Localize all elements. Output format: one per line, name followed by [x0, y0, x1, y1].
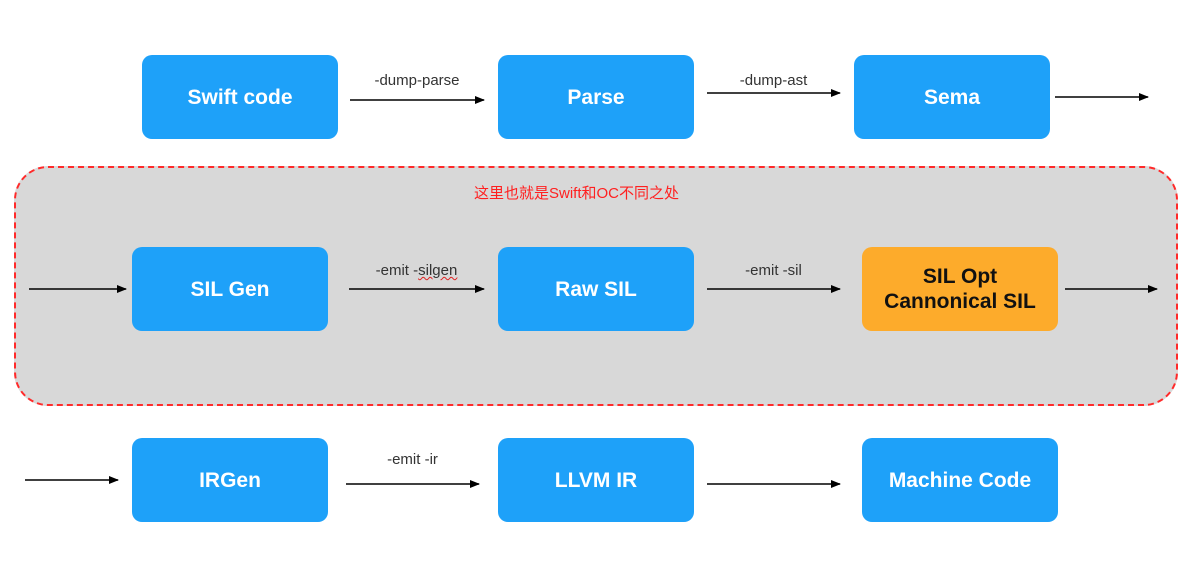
edge-label-emit-silgen-prefix: -emit -: [375, 262, 419, 279]
node-machine-code: Machine Code: [862, 438, 1058, 522]
edge-label-emit-sil: -emit -sil: [745, 262, 802, 279]
node-parse: Parse: [498, 55, 694, 139]
edge-label-dump-parse: -dump-parse: [374, 72, 460, 89]
node-sema-label: Sema: [923, 85, 981, 109]
node-sil-gen-label: SIL Gen: [190, 277, 270, 301]
node-swift-code: Swift code: [142, 55, 338, 139]
node-sil-gen: SIL Gen: [132, 247, 328, 331]
region-note: 这里也就是Swift和OC不同之处: [474, 185, 680, 202]
edge-label-dump-ast: -dump-ast: [739, 72, 808, 89]
node-llvm-ir: LLVM IR: [498, 438, 694, 522]
edge-label-emit-silgen-flag: silgen: [418, 262, 458, 279]
node-llvm-ir-label: LLVM IR: [554, 468, 638, 492]
node-raw-sil: Raw SIL: [498, 247, 694, 331]
node-raw-sil-label: Raw SIL: [555, 277, 637, 301]
node-machine-code-label: Machine Code: [888, 468, 1032, 492]
node-sema: Sema: [854, 55, 1050, 139]
edge-label-emit-silgen: -emit -silgen: [349, 262, 484, 279]
node-irgen-label: IRGen: [199, 468, 261, 492]
node-irgen: IRGen: [132, 438, 328, 522]
node-swift-code-label: Swift code: [187, 85, 293, 109]
node-parse-label: Parse: [567, 85, 625, 109]
node-sil-opt: SIL Opt Cannonical SIL: [862, 247, 1058, 331]
edge-label-emit-ir: -emit -ir: [387, 451, 438, 468]
node-sil-opt-label-1: SIL Opt: [922, 265, 998, 288]
node-sil-opt-label-2: Cannonical SIL: [884, 290, 1036, 313]
